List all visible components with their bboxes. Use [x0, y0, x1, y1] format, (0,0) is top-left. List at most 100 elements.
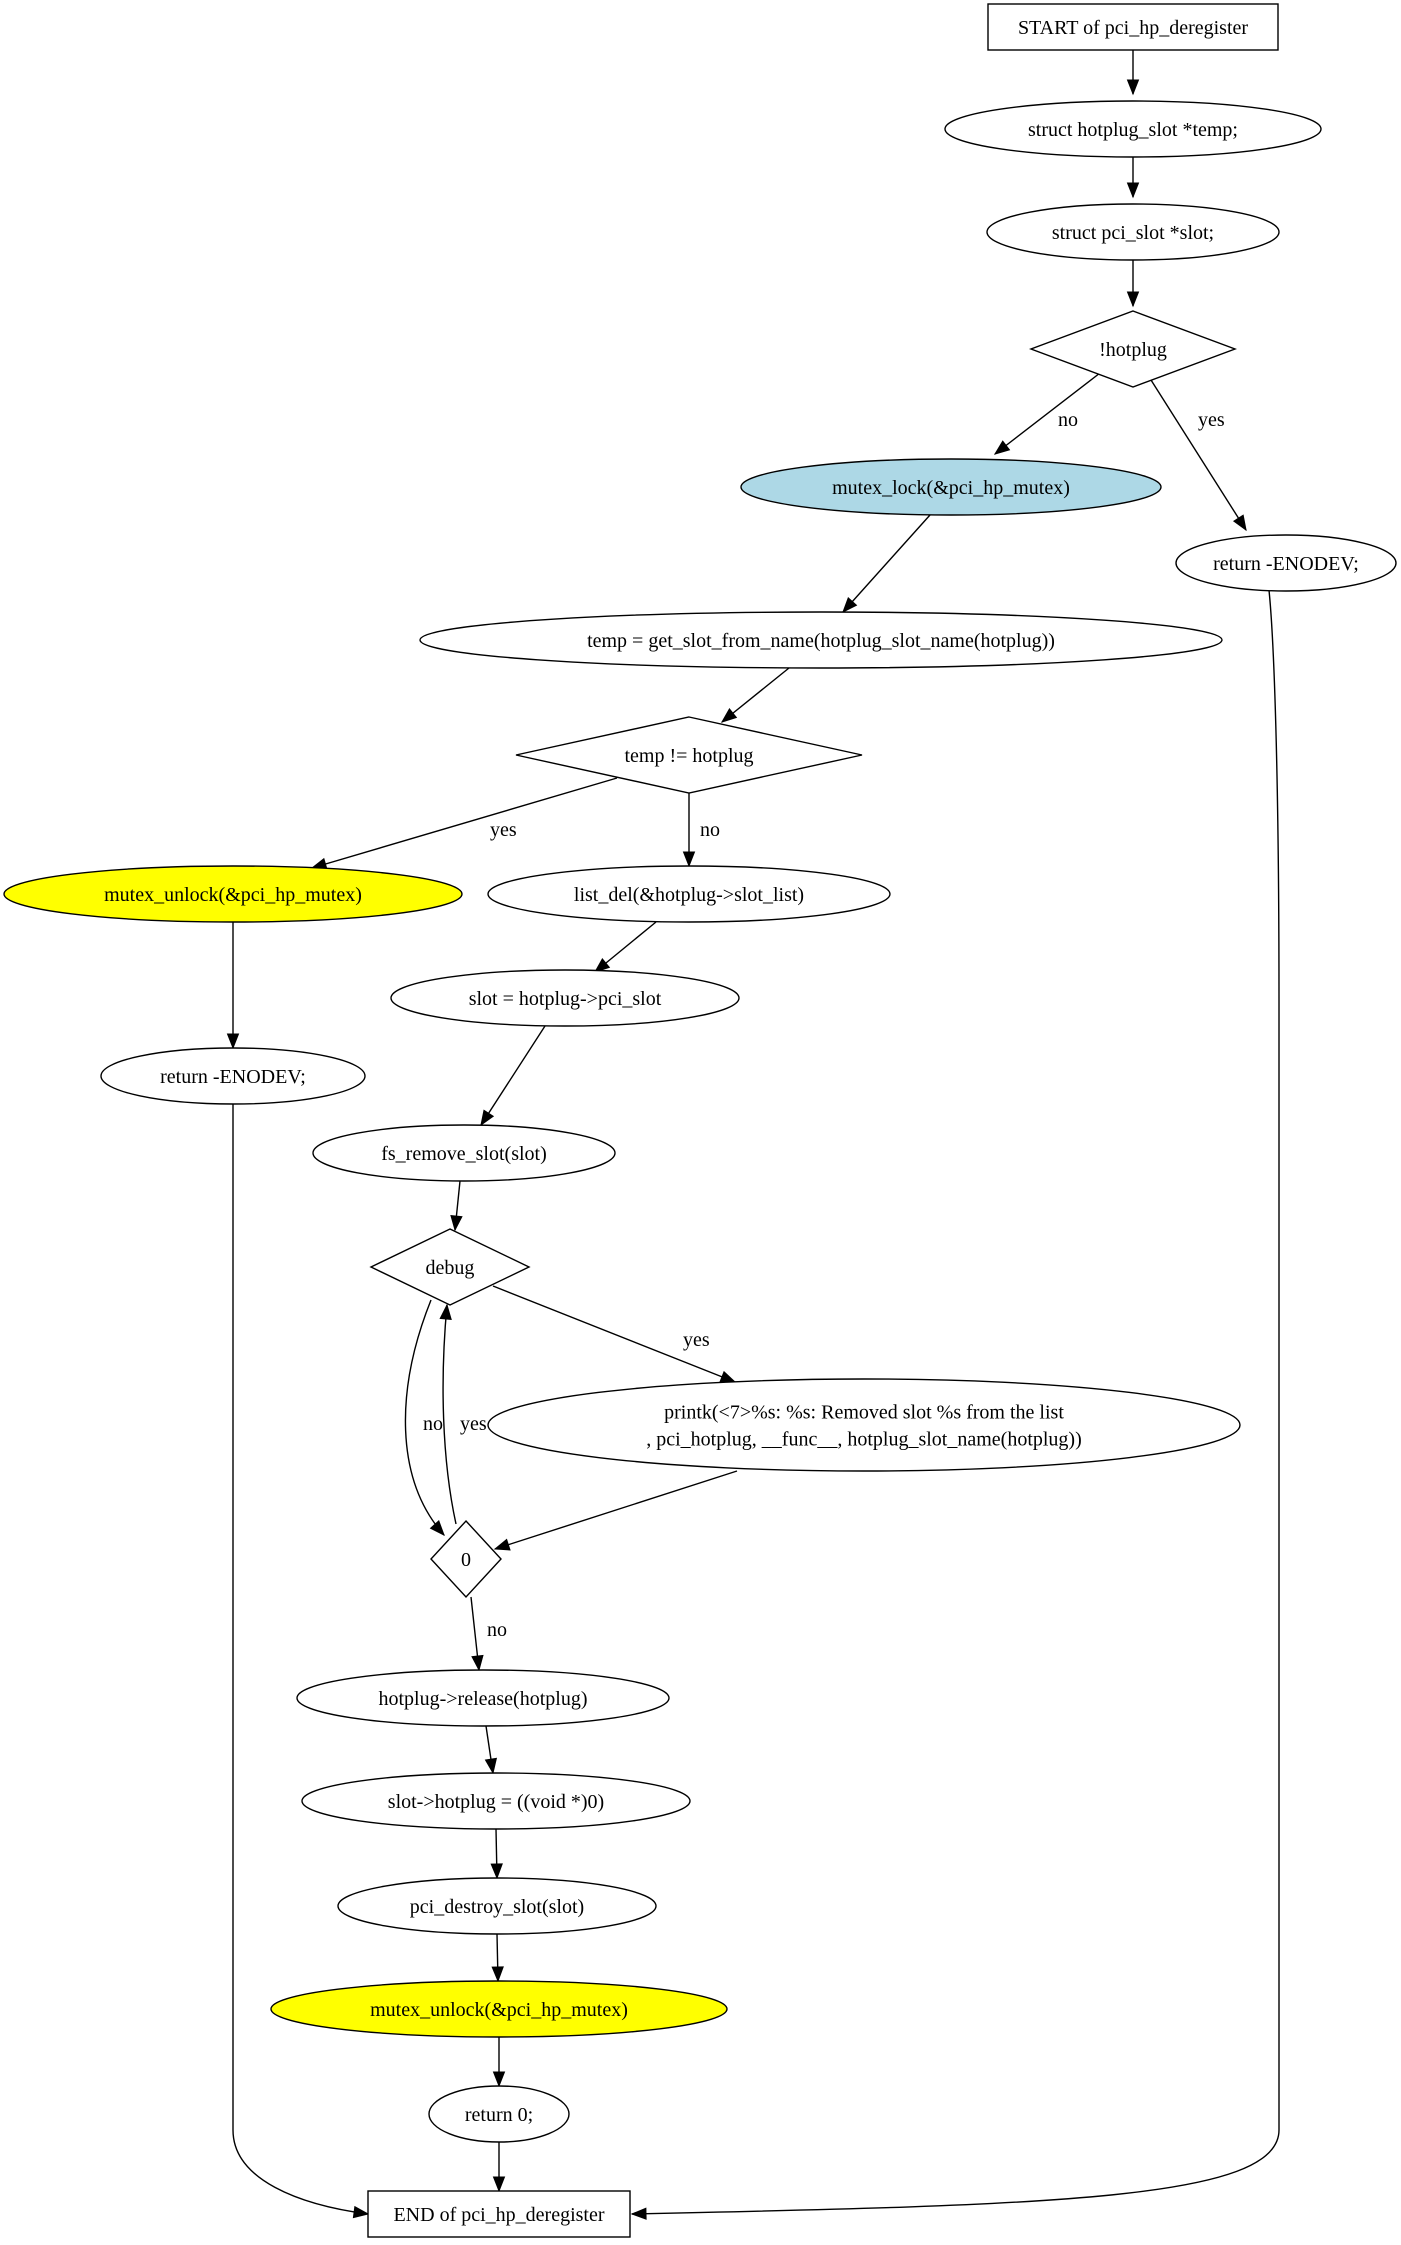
edge-line: [232, 1104, 369, 2215]
node-label: !hotplug: [1099, 339, 1167, 361]
node-list-del: list_del(&hotplug->slot_list): [487, 865, 891, 923]
edge-label-yes: yes: [460, 1413, 487, 1435]
edge-printk-to-cond_zero: [493, 1470, 738, 1551]
edge-line: [442, 1304, 457, 1525]
node-get-slot: temp = get_slot_from_name(hotplug_slot_n…: [419, 611, 1223, 669]
node-cond-zero: 0: [430, 1519, 502, 1599]
edge-line: [842, 514, 931, 613]
edge-line: [631, 589, 1280, 2215]
arrowhead: [493, 1538, 511, 1551]
edge-return_zero-to-end: [492, 2142, 506, 2193]
arrowhead: [1126, 79, 1140, 96]
edge-start-to-decl_temp: [1126, 50, 1140, 96]
arrowhead: [471, 1654, 484, 1672]
node-cond-hotplug: !hotplug: [1028, 310, 1238, 388]
node-label: return -ENODEV;: [1213, 553, 1359, 575]
node-cond-debug: debug: [369, 1228, 531, 1306]
ellipse-shape: [986, 203, 1280, 261]
edge-release-to-slot_hotplug_null: [484, 1725, 498, 1775]
arrowhead: [630, 2207, 647, 2220]
arrowhead: [492, 2176, 506, 2193]
ellipse-shape: [312, 1124, 616, 1182]
arrowhead: [1126, 182, 1140, 199]
ellipse-shape: [487, 1378, 1241, 1472]
edge-label-no: no: [1058, 409, 1078, 431]
arrowhead: [593, 957, 611, 973]
node-start: START of pci_hp_deregister: [987, 3, 1279, 51]
node-mutex-lock: mutex_lock(&pci_hp_mutex): [740, 458, 1162, 516]
node-label: slot->hotplug = ((void *)0): [388, 1791, 604, 1813]
node-fs-remove: fs_remove_slot(slot): [312, 1124, 616, 1182]
edge-line: [994, 372, 1101, 455]
box-shape: [987, 3, 1279, 51]
arrowhead: [352, 2205, 370, 2219]
diamond-shape: [369, 1228, 531, 1306]
arrowhead: [993, 440, 1011, 455]
edge-fs_remove-to-cond_debug: [450, 1180, 463, 1232]
ellipse-shape: [270, 1980, 728, 2038]
node-label: return 0;: [465, 2104, 533, 2126]
node-return-enodev-2: return -ENODEV;: [100, 1047, 366, 1105]
edge-cond_temp-to-mutex_unlock_1: yes: [310, 777, 618, 870]
ellipse-shape: [419, 611, 1223, 669]
edge-return_enodev_1-to-end: [630, 589, 1280, 2220]
node-label: temp != hotplug: [624, 745, 753, 767]
ellipse-shape: [944, 100, 1322, 158]
edge-decl_temp-to-decl_slot: [1126, 157, 1140, 199]
node-decl-slot: struct pci_slot *slot;: [986, 203, 1280, 261]
edge-mutex_unlock_2-to-return_zero: [492, 2037, 506, 2088]
ellipse-shape: [337, 1877, 657, 1935]
edge-line: [480, 1025, 546, 1126]
node-label: fs_remove_slot(slot): [381, 1143, 547, 1165]
edge-slot_hotplug_null-to-destroy_slot: [490, 1828, 503, 1880]
node-label: return -ENODEV;: [160, 1066, 306, 1088]
node-label: END of pci_hp_deregister: [393, 2204, 604, 2226]
node-label: printk(<7>%s: %s: Removed slot %s from t…: [664, 1402, 1064, 1424]
box-shape: [367, 2190, 631, 2238]
ellipse-shape: [100, 1047, 366, 1105]
ellipse-shape: [487, 865, 891, 923]
node-decl-temp: struct hotplug_slot *temp;: [944, 100, 1322, 158]
arrowhead: [719, 1370, 737, 1383]
node-end: END of pci_hp_deregister: [367, 2190, 631, 2238]
arrowhead: [491, 1966, 504, 1983]
ellipse-shape: [296, 1669, 670, 1727]
edge-slot_assign-to-fs_remove: [480, 1025, 546, 1127]
node-slot-assign: slot = hotplug->pci_slot: [390, 969, 740, 1027]
edge-return_enodev_2-to-end: [232, 1104, 370, 2219]
edge-label-no: no: [487, 1619, 507, 1641]
diamond-shape: [515, 716, 863, 794]
edge-line: [311, 777, 618, 869]
edge-line: [404, 1299, 445, 1536]
edge-list_del-to-slot_assign: [593, 921, 657, 973]
edge-decl_slot-to-cond_hotplug: [1126, 260, 1140, 308]
arrowhead: [720, 708, 738, 723]
node-cond-temp: temp != hotplug: [515, 716, 863, 794]
node-label: mutex_unlock(&pci_hp_mutex): [370, 1999, 628, 2021]
edge-cond_debug-to-printk: yes: [492, 1285, 737, 1383]
ellipse-shape: [390, 969, 740, 1027]
node-mutex-unlock-2: mutex_unlock(&pci_hp_mutex): [270, 1980, 728, 2038]
arrowhead: [439, 1303, 452, 1321]
node-label: slot = hotplug->pci_slot: [469, 988, 662, 1010]
node-label: list_del(&hotplug->slot_list): [574, 884, 804, 906]
node-label: struct hotplug_slot *temp;: [1028, 119, 1238, 141]
ellipse-shape: [428, 2085, 570, 2143]
edge-label-yes: yes: [490, 819, 517, 841]
node-label: 0: [461, 1549, 471, 1571]
node-slot-hotplug-null: slot->hotplug = ((void *)0): [301, 1772, 691, 1830]
arrowhead: [1126, 291, 1140, 308]
edge-cond_debug-to-cond_zero: no: [404, 1299, 445, 1537]
ellipse-shape: [1175, 534, 1397, 592]
edge-label-no: no: [423, 1413, 443, 1435]
edge-cond_hotplug-to-mutex_lock: no: [993, 372, 1101, 455]
node-label: mutex_unlock(&pci_hp_mutex): [104, 884, 362, 906]
node-label: mutex_lock(&pci_hp_mutex): [832, 477, 1070, 499]
edge-label-no: no: [700, 819, 720, 841]
edge-line: [492, 1285, 736, 1383]
node-return-enodev-1: return -ENODEV;: [1175, 534, 1397, 592]
diamond-shape: [1028, 310, 1238, 388]
arrowhead: [450, 1214, 463, 1232]
